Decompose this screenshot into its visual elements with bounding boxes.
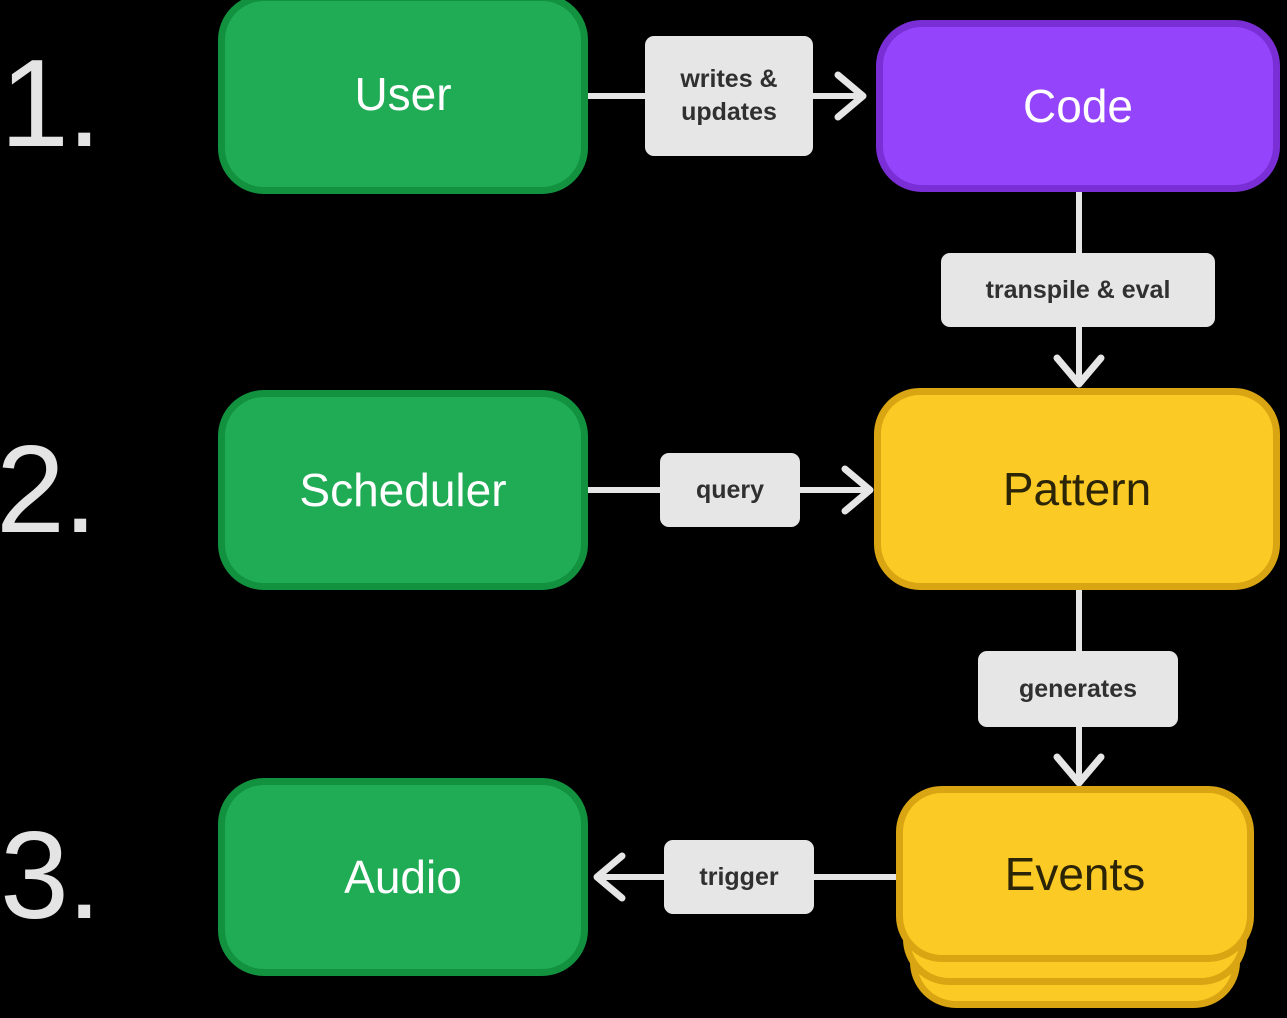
edge-label-query: query <box>660 453 800 527</box>
node-pattern[interactable]: Pattern <box>874 388 1280 590</box>
node-events[interactable]: Events <box>896 786 1268 1018</box>
node-code[interactable]: Code <box>876 20 1280 192</box>
edge-label-trigger: trigger <box>664 840 814 914</box>
node-scheduler[interactable]: Scheduler <box>218 390 588 590</box>
edge-label-writes-updates: writes & updates <box>645 36 813 156</box>
edge-label-transpile-eval: transpile & eval <box>941 253 1215 327</box>
node-user[interactable]: User <box>218 0 588 194</box>
edge-label-generates: generates <box>978 651 1178 727</box>
step-number-1: 1. <box>0 35 101 173</box>
node-events-label: Events <box>896 786 1254 962</box>
step-number-3: 3. <box>0 807 101 945</box>
node-audio[interactable]: Audio <box>218 778 588 976</box>
step-number-2: 2. <box>0 421 97 559</box>
